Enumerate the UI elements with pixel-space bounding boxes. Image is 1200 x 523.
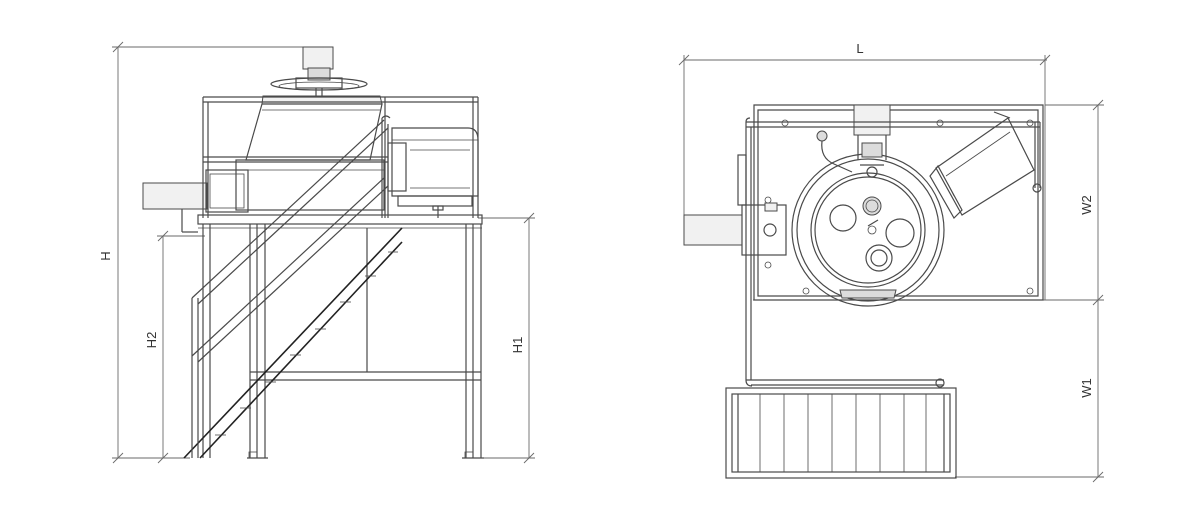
plan-staircase [725, 387, 957, 479]
dimension-w2: W2 [1045, 99, 1104, 306]
top-motor-unit [270, 46, 368, 98]
dimension-w1: W1 [753, 299, 1104, 483]
plan-discharge [683, 154, 787, 256]
plan-top-motor [853, 104, 891, 178]
gear-motor [387, 127, 479, 218]
guard-rail [202, 96, 479, 218]
dimension-h1: H1 [478, 212, 535, 464]
plan-guard-rail [745, 117, 1042, 388]
support-frame [202, 224, 484, 459]
sensor-cable [816, 130, 853, 173]
side-elevation-view: H H2 H1 [98, 41, 535, 464]
platform-deck [197, 214, 483, 229]
plan-gear-motor [929, 111, 1035, 219]
dimension-l: L [678, 41, 1051, 300]
dimension-label-l: L [856, 41, 863, 56]
staircase [183, 115, 403, 459]
dimension-label-w1: W1 [1079, 378, 1094, 398]
dimension-label-h: H [98, 251, 113, 260]
dimension-label-w2: W2 [1079, 195, 1094, 215]
top-plan-view: L W2 W1 [678, 41, 1104, 483]
dimension-label-h2: H2 [144, 332, 159, 349]
dimension-label-h1: H1 [510, 337, 525, 354]
dimension-h: H [98, 41, 330, 464]
mixer-drum-plan [791, 153, 945, 307]
dimension-h2: H2 [144, 230, 205, 464]
discharge-box [142, 169, 249, 233]
